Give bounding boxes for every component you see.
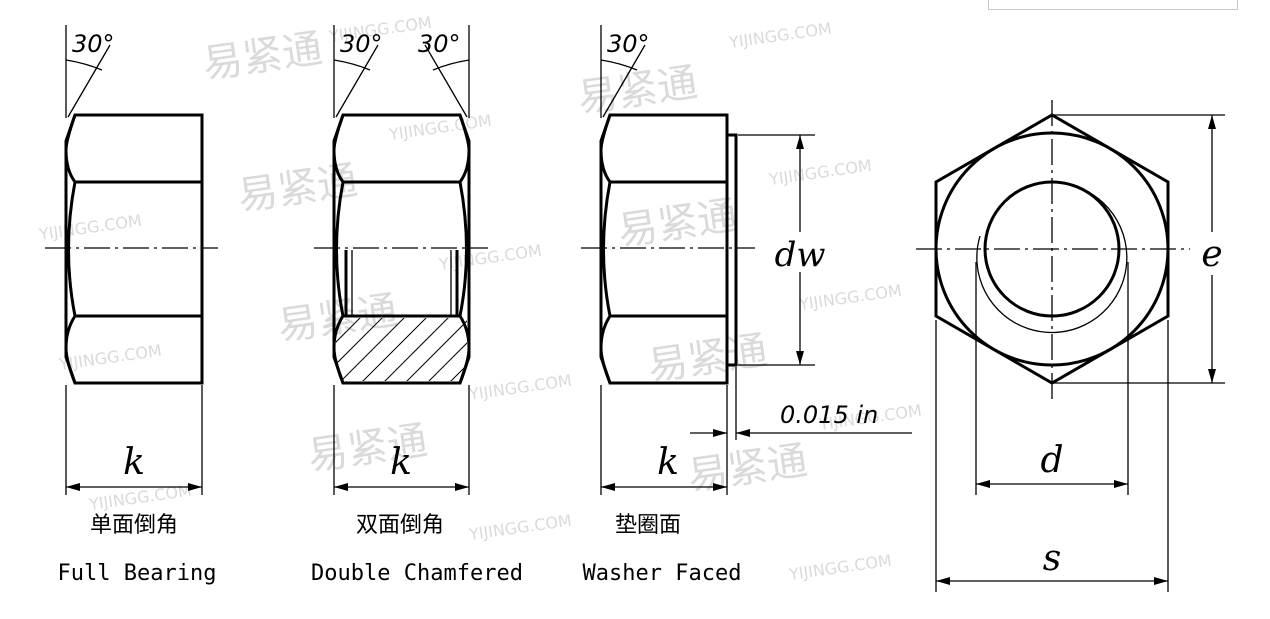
k-label: k [123, 442, 145, 483]
arrow-head [713, 429, 727, 437]
lower-left-curve [332, 315, 345, 384]
top-right-frame [988, 0, 1238, 10]
nut-outline [64, 113, 204, 385]
upper-right-curve [458, 114, 471, 183]
caption-en: Double Chamfered [311, 561, 523, 586]
caption-cn: 双面倒角 [356, 513, 444, 538]
arrow-head [1208, 369, 1216, 383]
caption-en: Full Bearing [58, 561, 217, 586]
angle-leader [424, 44, 468, 118]
watermark-group: 易紧通 YIJINGG.COM 易紧通 YIJINGG.COM 易紧通 YIJI… [37, 13, 923, 584]
double-chamfered-nut: 30° 30° k 双面倒角 Double Chamfered [311, 25, 523, 586]
offset-label: 0.015 in [780, 401, 878, 429]
arrow-head [796, 351, 804, 365]
washer-face [725, 133, 738, 367]
mid-left-curve [335, 181, 345, 317]
full-bearing-nut: 30° k 单面倒角 Full Bearing [45, 25, 218, 586]
angle-label: 30° [72, 30, 115, 58]
washer-faced-nut: 30° dw 0.015 in k 垫圈面 Washer Faced [581, 25, 912, 586]
watermark-brand: 易紧通 [575, 60, 700, 122]
arrow-head [1114, 480, 1128, 488]
caption-en: Washer Faced [583, 561, 742, 586]
thread-arc [976, 187, 1128, 334]
dw-label: dw [775, 235, 826, 275]
top-view: e d s [916, 100, 1225, 592]
arrow-head [736, 429, 750, 437]
angle-leader [602, 44, 646, 118]
mid-right-curve [458, 181, 468, 317]
watermark-site: YIJINGG.COM [787, 551, 893, 584]
s-label: s [1043, 538, 1061, 579]
watermark-site: YIJINGG.COM [37, 211, 143, 244]
arrow-head [334, 483, 348, 491]
middle-flat-curve [602, 181, 612, 317]
watermark-site: YIJINGG.COM [797, 281, 903, 314]
upper-left-curve [332, 114, 345, 183]
caption-cn: 单面倒角 [90, 513, 178, 538]
caption-cn: 垫圈面 [615, 513, 681, 538]
angle-label: 30° [340, 30, 383, 58]
angle-label: 30° [607, 30, 650, 58]
e-label: e [1201, 234, 1222, 275]
angle-label: 30° [418, 30, 461, 58]
upper-flat-curve [64, 114, 77, 183]
arrow-head [1208, 115, 1216, 129]
angle-arc [432, 59, 470, 71]
k-label: k [390, 442, 412, 483]
lower-flat-curve [599, 315, 612, 384]
lower-right-curve [458, 315, 471, 384]
section-hatch [336, 318, 467, 381]
lower-flat-curve [64, 315, 77, 384]
watermark-site: YIJINGG.COM [467, 371, 573, 404]
arrow-head [601, 483, 615, 491]
watermark-brand: 易紧通 [615, 193, 740, 255]
middle-flat-curve [67, 181, 77, 317]
watermark-site: YIJINGG.COM [767, 156, 873, 189]
angle-leader [67, 44, 111, 118]
watermark-site: YIJINGG.COM [437, 241, 543, 274]
arrow-head [188, 483, 202, 491]
upper-flat-curve [599, 114, 612, 183]
angle-leader [335, 44, 379, 118]
arrow-head [936, 577, 950, 585]
angle-arc [333, 59, 371, 71]
watermark-site: YIJINGG.COM [467, 511, 573, 544]
angle-arc [600, 59, 638, 71]
watermark-brand: 易紧通 [200, 26, 325, 88]
watermark-site: YIJINGG.COM [87, 481, 193, 514]
watermark-site: YIJINGG.COM [727, 19, 833, 52]
k-label: k [657, 442, 679, 483]
arrow-head [976, 480, 990, 488]
arrow-head [796, 135, 804, 149]
d-label: d [1040, 440, 1063, 481]
arrow-head [1154, 577, 1168, 585]
angle-arc [65, 59, 103, 71]
arrow-head [66, 483, 80, 491]
watermark-brand: 易紧通 [645, 328, 770, 390]
watermark-brand: 易紧通 [685, 438, 810, 500]
arrow-head [713, 483, 727, 491]
arrow-head [455, 483, 469, 491]
watermark-site: YIJINGG.COM [57, 341, 163, 374]
